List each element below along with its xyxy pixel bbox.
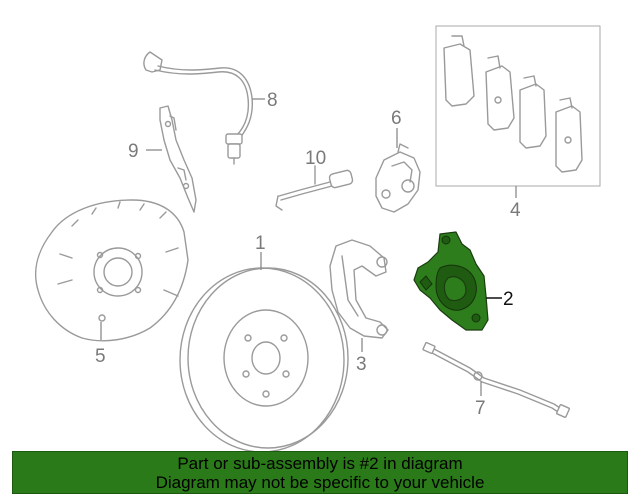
part-3-caliper-bracket[interactable] — [329, 239, 389, 339]
callout-5[interactable]: 5 — [95, 346, 106, 367]
callout-7[interactable]: 7 — [475, 398, 486, 419]
banner-line-2: Diagram may not be specific to your vehi… — [155, 472, 485, 492]
callout-8[interactable]: 8 — [267, 90, 278, 111]
callout-3[interactable]: 3 — [356, 354, 367, 375]
part-5-dust-shield[interactable] — [35, 199, 189, 342]
part-9-bracket[interactable] — [159, 105, 197, 213]
callout-2[interactable]: 2 — [503, 289, 514, 310]
part-1-brake-rotor[interactable] — [179, 267, 349, 453]
part-4-brake-pads[interactable] — [435, 25, 601, 187]
part-10-wear-sensor[interactable] — [275, 165, 354, 211]
callout-10[interactable]: 10 — [305, 148, 326, 169]
part-8-speed-sensor[interactable] — [143, 51, 254, 165]
callout-1[interactable]: 1 — [255, 233, 266, 254]
part-2-brake-caliper[interactable] — [413, 231, 489, 331]
part-6-caliper-bracket[interactable] — [375, 143, 421, 213]
info-banner: Part or sub-assembly is #2 in diagram Di… — [12, 451, 628, 494]
callout-4[interactable]: 4 — [510, 200, 521, 221]
banner-line-1: Part or sub-assembly is #2 in diagram — [177, 453, 463, 473]
callout-6[interactable]: 6 — [391, 108, 402, 129]
part-7-brake-hose[interactable] — [422, 341, 570, 418]
callout-9[interactable]: 9 — [128, 141, 139, 162]
